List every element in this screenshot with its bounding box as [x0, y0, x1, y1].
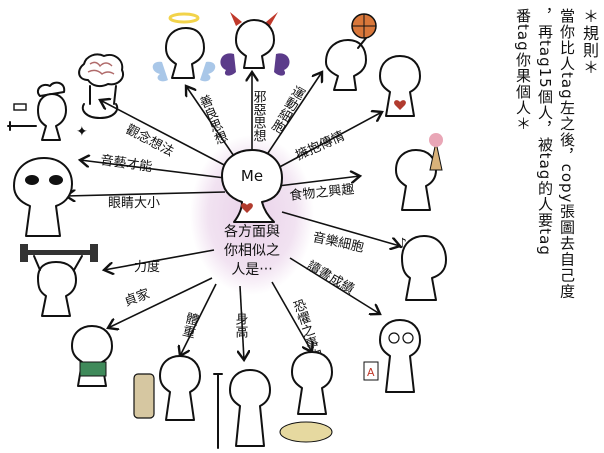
strength-figure [20, 244, 98, 317]
exam-paper-icon [363, 361, 379, 381]
center-line-3: 人是‧‧‧ [231, 262, 272, 278]
label-talent: 音藝才能 [99, 152, 153, 175]
label-eyes: 眼睛大小 [108, 196, 160, 211]
me-figure [221, 149, 283, 223]
fear-figure [279, 351, 333, 443]
label-weight: 體重 [178, 310, 199, 339]
brain-figure [78, 53, 124, 119]
big-eyes-figure: ✦ [13, 124, 88, 237]
scale-figure [133, 355, 201, 421]
svg-text:A: A [367, 366, 375, 379]
me-label: Me [241, 167, 263, 185]
label-hugs: 擁抱傳情 [293, 128, 347, 164]
label-height: 身高 [233, 311, 249, 338]
center-line-1: 各方面與 [224, 224, 280, 240]
label-food: 食物之興趣 [289, 181, 355, 204]
money-figure [71, 325, 113, 387]
heart-icon [394, 100, 406, 110]
rules-panel: ＊規則＊ 當你比人tag左之後，copy張圖去自己度 ，再tag15個人，被ta… [514, 8, 599, 338]
halo-icon [168, 12, 200, 24]
label-evil: 邪惡思想 [251, 90, 267, 142]
fear-cloud-icon [279, 421, 333, 443]
label-good: 善良思想 [195, 92, 229, 147]
center-line-2: 你相似之 [224, 243, 280, 259]
wing-icon [200, 61, 216, 82]
wing-icon [274, 53, 290, 76]
label-study: 讀書成績 [304, 258, 357, 297]
arrows [66, 72, 400, 360]
scale-icon [133, 373, 155, 419]
heart-icon [241, 203, 253, 213]
rules-line-3: 番tag你果個人＊ [514, 8, 532, 132]
devil-figure [220, 12, 290, 76]
svg-text:✦: ✦ [76, 124, 88, 140]
label-concept: 觀念想法 [123, 121, 176, 160]
rules-title: ＊規則＊ [580, 8, 599, 76]
food-figure [395, 133, 443, 211]
height-figure [213, 369, 271, 449]
hug-figure [379, 55, 421, 117]
label-strength: 力度 [134, 259, 160, 275]
basketball-figure [325, 13, 377, 91]
wing-icon [152, 61, 168, 82]
label-chastity: 貞家 [122, 286, 152, 310]
money-icon [79, 361, 107, 377]
rules-line-2: ，再tag15個人，被tag的人要tag [536, 8, 554, 256]
dumbbell-icon [20, 244, 28, 262]
wing-icon [220, 53, 236, 76]
study-figure: A [363, 319, 421, 393]
music-note-icon: ♪ [398, 236, 407, 252]
angel-figure [152, 12, 216, 82]
label-sports: 運動細胞 [267, 82, 307, 135]
music-figure: ♪ [398, 235, 447, 301]
ice-cream-icon [429, 133, 443, 147]
rules-line-1: 當你比人tag左之後，copy張圖去自己度 [558, 8, 576, 300]
chef-figure [7, 81, 67, 141]
